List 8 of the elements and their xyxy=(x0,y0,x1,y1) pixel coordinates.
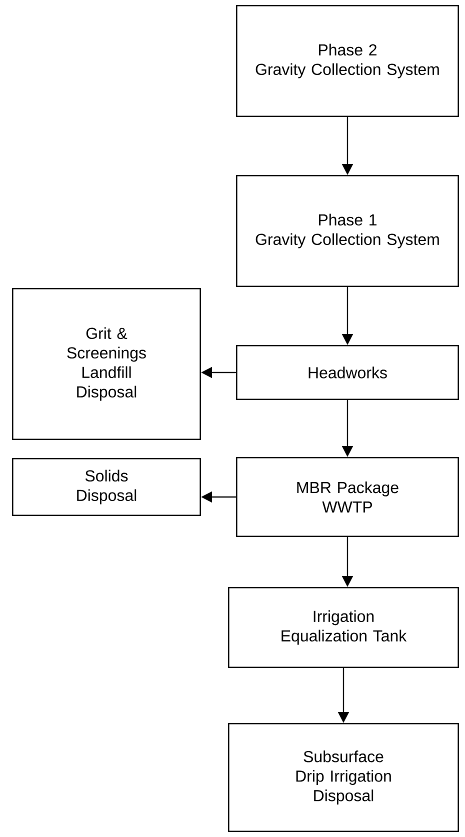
process-box: Headworks xyxy=(236,345,459,400)
process-box: Grit & Screenings Landfill Disposal xyxy=(12,288,201,440)
process-box: Irrigation Equalization Tank xyxy=(228,587,459,668)
process-box: Phase 1 Gravity Collection System xyxy=(236,175,459,287)
process-box: MBR Package WWTP xyxy=(236,457,459,537)
process-box: Solids Disposal xyxy=(12,458,201,516)
process-box: Subsurface Drip Irrigation Disposal xyxy=(228,723,459,832)
process-box: Phase 2 Gravity Collection System xyxy=(236,5,459,117)
